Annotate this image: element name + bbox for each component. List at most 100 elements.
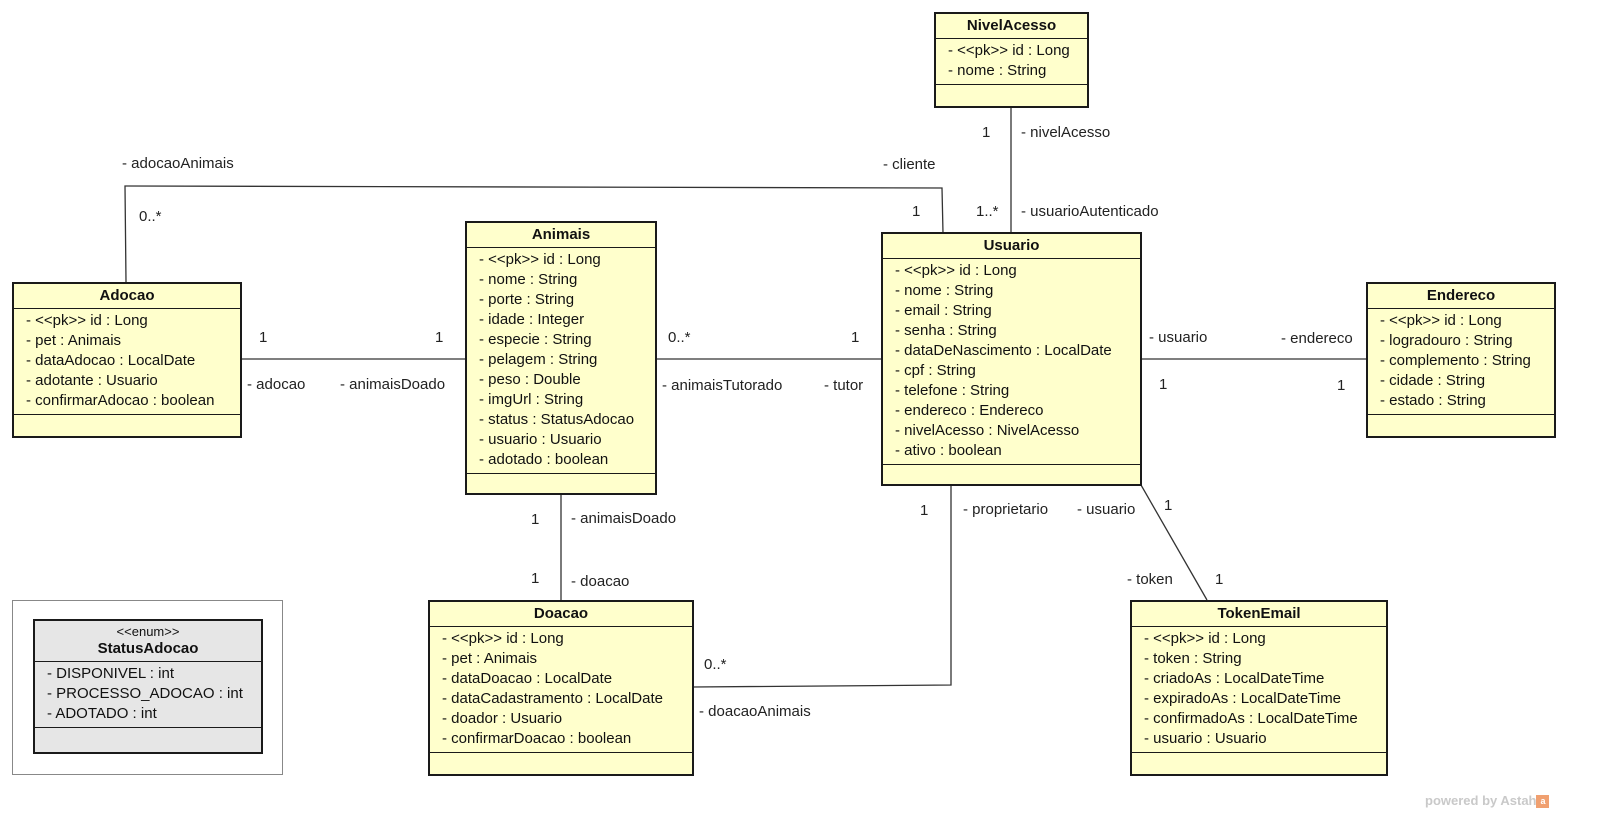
multiplicity-label: 1	[259, 329, 268, 346]
attribute: - <<pk>> id : Long	[1144, 630, 1266, 647]
attribute: - doador : Usuario	[442, 710, 563, 727]
attribute-list: - <<pk>> id : Long - nome : String - ema…	[883, 259, 1140, 465]
class-nivelacesso[interactable]: NivelAcesso - <<pk>> id : Long - nome : …	[934, 12, 1089, 108]
class-name: Animais	[467, 223, 655, 248]
class-endereco[interactable]: Endereco - <<pk>> id : Long - logradouro…	[1366, 282, 1556, 438]
attribute: - nome : String	[479, 271, 578, 288]
operation-compartment	[467, 474, 655, 484]
attribute-list: - <<pk>> id : Long - token : String - cr…	[1132, 627, 1386, 753]
multiplicity-label: 1	[982, 124, 991, 141]
role-label: - tutor	[824, 377, 864, 394]
attribute: - porte : String	[479, 291, 575, 308]
attribute: - token : String	[1144, 650, 1242, 667]
attribute: - dataDoacao : LocalDate	[442, 670, 613, 687]
operation-compartment	[1368, 415, 1554, 425]
attribute: - nivelAcesso : NivelAcesso	[895, 422, 1080, 439]
role-label: - usuario	[1149, 329, 1208, 346]
enum-literal: - DISPONIVEL : int	[47, 665, 174, 682]
class-name: NivelAcesso	[936, 14, 1087, 39]
multiplicity-label: 1	[1337, 377, 1346, 394]
attribute: - <<pk>> id : Long	[1380, 312, 1502, 329]
attribute: - logradouro : String	[1380, 332, 1513, 349]
attribute: - adotante : Usuario	[26, 372, 158, 389]
enum-header: <<enum>> StatusAdocao	[35, 621, 261, 662]
operation-compartment	[14, 415, 240, 425]
attribute: - <<pk>> id : Long	[442, 630, 564, 647]
attribute: - confirmarAdocao : boolean	[26, 392, 215, 409]
multiplicity-label: 1	[531, 570, 540, 587]
class-name: Endereco	[1368, 284, 1554, 309]
edge-usuario-doacao	[692, 485, 952, 688]
multiplicity-label: 0..*	[668, 329, 691, 346]
role-label: - usuarioAutenticado	[1021, 203, 1159, 220]
attribute: - pelagem : String	[479, 351, 598, 368]
attribute: - <<pk>> id : Long	[479, 251, 601, 268]
multiplicity-label: 1	[920, 502, 929, 519]
attribute: - criadoAs : LocalDateTime	[1144, 670, 1325, 687]
enum-stereotype: <<enum>>	[116, 624, 180, 639]
multiplicity-label: 1	[1215, 571, 1224, 588]
attribute: - <<pk>> id : Long	[948, 42, 1070, 59]
attribute: - estado : String	[1380, 392, 1486, 409]
attribute: - ativo : boolean	[895, 442, 1002, 459]
class-name: Usuario	[883, 234, 1140, 259]
operation-compartment	[1132, 753, 1386, 763]
operation-compartment	[35, 728, 261, 738]
multiplicity-label: 1..*	[976, 203, 999, 220]
enum-literal: - ADOTADO : int	[47, 705, 157, 722]
attribute: - complemento : String	[1380, 352, 1531, 369]
watermark-text: powered by Astah	[1425, 793, 1537, 808]
role-label: - animaisTutorado	[662, 377, 783, 394]
class-doacao[interactable]: Doacao - <<pk>> id : Long - pet : Animai…	[428, 600, 694, 776]
class-adocao[interactable]: Adocao - <<pk>> id : Long - pet : Animai…	[12, 282, 242, 438]
attribute-list: - <<pk>> id : Long - nome : String	[936, 39, 1087, 85]
multiplicity-label: 1	[531, 511, 540, 528]
attribute: - peso : Double	[479, 371, 581, 388]
role-label: - endereco	[1281, 330, 1353, 347]
attribute: - dataCadastramento : LocalDate	[442, 690, 663, 707]
class-usuario[interactable]: Usuario - <<pk>> id : Long - nome : Stri…	[881, 232, 1142, 486]
multiplicity-label: 0..*	[704, 656, 727, 673]
edge-usuario-tokenemail	[1140, 484, 1208, 601]
attribute-list: - <<pk>> id : Long - nome : String - por…	[467, 248, 655, 474]
attribute: - dataAdocao : LocalDate	[26, 352, 196, 369]
attribute: - especie : String	[479, 331, 592, 348]
role-label: - doacaoAnimais	[699, 703, 811, 720]
attribute: - nome : String	[948, 62, 1047, 79]
class-animais[interactable]: Animais - <<pk>> id : Long - nome : Stri…	[465, 221, 657, 495]
role-label: - animaisDoado	[340, 376, 446, 393]
attribute-list: - <<pk>> id : Long - pet : Animais - dat…	[430, 627, 692, 753]
attribute: - usuario : Usuario	[479, 431, 602, 448]
attribute: - confirmarDoacao : boolean	[442, 730, 632, 747]
multiplicity-label: 0..*	[139, 208, 162, 225]
multiplicity-label: 1	[1159, 376, 1168, 393]
role-label: - adocaoAnimais	[122, 155, 234, 172]
multiplicity-label: 1	[435, 329, 444, 346]
attribute: - telefone : String	[895, 382, 1010, 399]
role-label: - usuario	[1077, 501, 1136, 518]
attribute: - status : StatusAdocao	[479, 411, 635, 428]
attribute: - nome : String	[895, 282, 994, 299]
attribute: - idade : Integer	[479, 311, 585, 328]
class-name: StatusAdocao	[97, 640, 199, 657]
enum-literal: - PROCESSO_ADOCAO : int	[47, 685, 243, 702]
class-name: Adocao	[14, 284, 240, 309]
attribute: - cidade : String	[1380, 372, 1486, 389]
multiplicity-label: 1	[1164, 497, 1173, 514]
role-label: - animaisDoado	[571, 510, 677, 527]
attribute: - senha : String	[895, 322, 997, 339]
attribute: - <<pk>> id : Long	[26, 312, 148, 329]
class-tokenemail[interactable]: TokenEmail - <<pk>> id : Long - token : …	[1130, 600, 1388, 776]
class-name: Doacao	[430, 602, 692, 627]
operation-compartment	[936, 85, 1087, 95]
class-name: TokenEmail	[1132, 602, 1386, 627]
role-label: - cliente	[883, 156, 936, 173]
multiplicity-label: 1	[851, 329, 860, 346]
attribute-list: - <<pk>> id : Long - logradouro : String…	[1368, 309, 1554, 415]
attribute: - dataDeNascimento : LocalDate	[895, 342, 1112, 359]
enum-statusadocao[interactable]: <<enum>> StatusAdocao - DISPONIVEL : int…	[33, 619, 263, 754]
attribute: - cpf : String	[895, 362, 976, 379]
attribute: - pet : Animais	[442, 650, 538, 667]
attribute-list: - <<pk>> id : Long - pet : Animais - dat…	[14, 309, 240, 415]
